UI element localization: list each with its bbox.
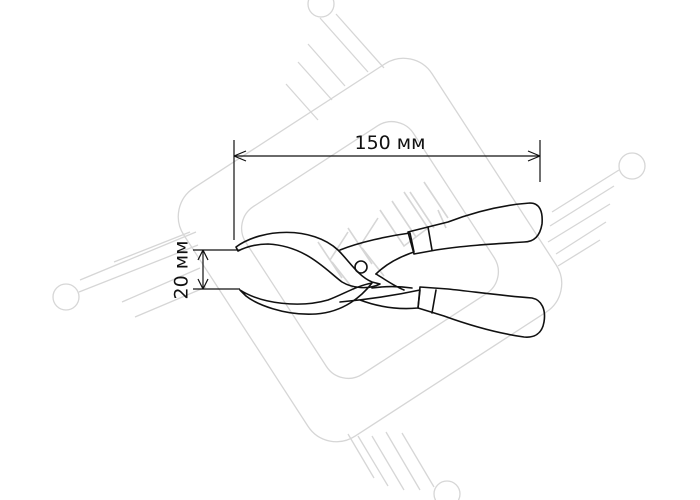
watermark-lines-left xyxy=(78,231,207,318)
watermark-lines-top xyxy=(285,13,385,121)
length-arrow-right xyxy=(527,150,541,162)
watermark-circle-bottom xyxy=(433,480,461,500)
length-dimension xyxy=(233,140,541,240)
watermark-lines-bottom xyxy=(347,431,435,491)
watermark-circle-right xyxy=(618,152,646,180)
watermark-logo xyxy=(52,0,646,500)
upper-jaw xyxy=(235,231,381,289)
length-label: 150 мм xyxy=(355,132,426,154)
spring-link xyxy=(371,273,413,291)
opening-arrow-bottom xyxy=(197,278,209,290)
upper-sleeve-band xyxy=(427,226,433,251)
jaw-opening-label: 20 мм xyxy=(171,241,193,300)
watermark-lines-right xyxy=(547,169,620,267)
lower-lever xyxy=(339,289,421,310)
watermark-circle-left xyxy=(52,283,80,311)
watermark-circle-top xyxy=(307,0,335,18)
opening-arrow-top xyxy=(197,249,209,261)
clamp-outline xyxy=(235,202,546,338)
watermark-letters xyxy=(317,181,449,291)
upper-handle-sleeve xyxy=(407,202,543,255)
upper-lever xyxy=(339,232,415,275)
watermark-outer-frame xyxy=(177,57,563,443)
jaw-opening-dimension xyxy=(193,249,240,290)
length-arrow-left xyxy=(233,150,247,162)
lower-sleeve-band xyxy=(431,289,437,314)
lower-jaw xyxy=(239,282,373,315)
pivot-hole xyxy=(354,260,368,274)
lower-handle-sleeve xyxy=(417,286,546,338)
